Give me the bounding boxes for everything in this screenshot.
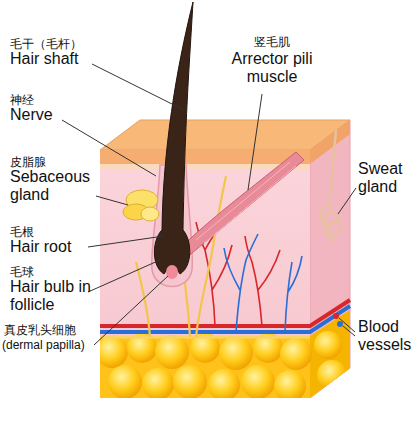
part-label: Hair root [10, 238, 71, 256]
arrector-pili [180, 152, 304, 258]
gland-lobe [141, 207, 159, 221]
fat-cell [317, 360, 347, 390]
epidermis-side [310, 120, 350, 164]
part-label: Nerve [10, 106, 53, 124]
dermal-papilla [166, 265, 178, 279]
sweat-coil [321, 205, 342, 240]
leader-line [88, 260, 160, 292]
part-label: Hair shaft [10, 50, 78, 68]
sweat-gland [321, 130, 342, 240]
fat-cell [314, 331, 342, 359]
part-label: Sebaceous gland [10, 168, 100, 205]
leader-line [88, 236, 164, 247]
leader-line [248, 94, 262, 190]
fat-cell [241, 365, 275, 399]
part-label-zh: 毛球 [10, 266, 34, 280]
nerve-fiber [196, 176, 226, 337]
hair [154, 2, 193, 274]
artery-end [333, 313, 339, 319]
fat-cell [108, 365, 142, 399]
fat-cell [142, 368, 174, 400]
part-label: Hair bulb in follicle [10, 278, 95, 315]
part-label-zh: 毛干（毛杆） [10, 38, 82, 52]
muscle-striation [196, 162, 296, 243]
part-label: Arrector pili muscle [212, 50, 332, 87]
part-label: Blood vessels [358, 318, 418, 355]
fat-cell [208, 369, 240, 401]
leader-lines [62, 64, 356, 345]
part-label-zh: 毛根 [10, 226, 34, 240]
sebaceous-gland [123, 190, 159, 221]
fat-cell [219, 336, 253, 370]
vein-branch [224, 234, 258, 332]
vein-branch [285, 256, 302, 332]
leader-line [94, 276, 168, 345]
part-label: (dermal papilla) [2, 339, 85, 353]
leader-line [343, 326, 355, 336]
leader-line [62, 120, 156, 176]
part-label-zh: 皮脂腺 [10, 156, 46, 170]
fat-cell [173, 365, 207, 399]
leader-line [96, 196, 128, 205]
skin-side-face [310, 120, 350, 398]
vein [100, 306, 350, 332]
part-label-zh: 神经 [10, 94, 34, 108]
vein-end [337, 321, 343, 327]
sweat-duct [330, 130, 336, 205]
leader-line [338, 188, 356, 214]
leader-line [92, 64, 184, 110]
fat-cell [155, 335, 189, 369]
fat-cell [96, 336, 128, 368]
part-label-zh: 真皮乳头细胞 [4, 324, 76, 338]
part-label-zh: 竖毛肌 [212, 36, 332, 50]
fat-cell [274, 370, 306, 402]
nerve-trunk [100, 336, 310, 339]
part-label: Sweat gland [358, 160, 416, 197]
fat-cell [280, 338, 312, 370]
capillaries-blue [224, 234, 302, 332]
skin-surface [100, 120, 350, 150]
